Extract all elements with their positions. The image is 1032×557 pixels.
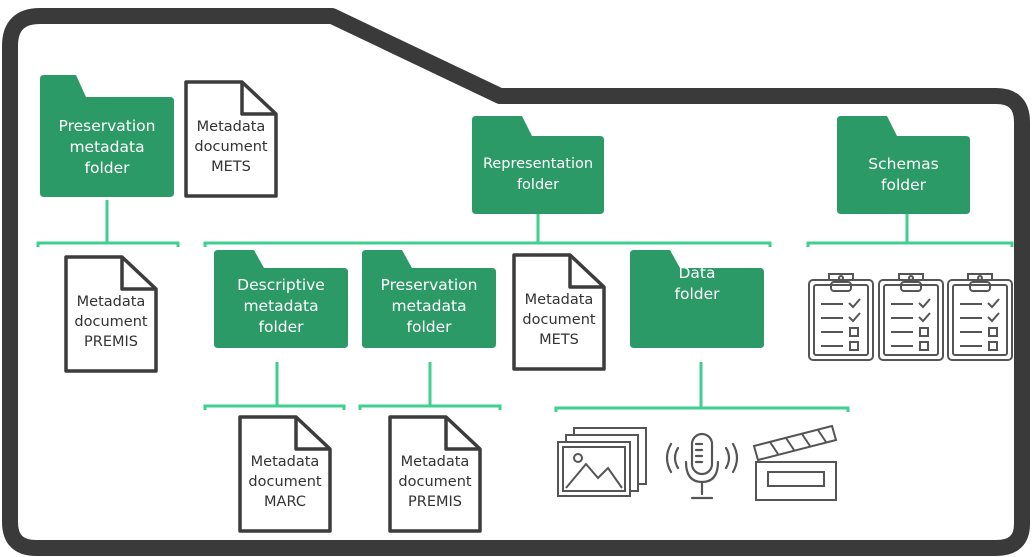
preservation-metadata-folder-representation[interactable]: Preservation metadata folder bbox=[362, 250, 496, 348]
images-icon bbox=[557, 427, 647, 497]
metadata-document-premis-representation[interactable]: Metadata document PREMIS bbox=[388, 415, 482, 533]
metadata-document-marc[interactable]: Metadata document MARC bbox=[238, 415, 332, 533]
document-icon bbox=[512, 253, 606, 371]
folder-label-line: Representation bbox=[482, 156, 594, 172]
metadata-document-mets-representation[interactable]: Metadata document METS bbox=[512, 253, 606, 371]
document-label-line: document bbox=[74, 314, 148, 330]
folder-icon bbox=[362, 250, 496, 348]
document-label-line: PREMIS bbox=[84, 334, 138, 350]
document-icon bbox=[388, 415, 482, 533]
document-label-line: METS bbox=[211, 159, 251, 175]
document-label-line: document bbox=[522, 312, 596, 328]
document-label-line: PREMIS bbox=[408, 494, 462, 510]
folder-label-line: folder bbox=[258, 317, 304, 336]
document-label-line: document bbox=[194, 139, 268, 155]
folder-icon bbox=[40, 75, 174, 197]
microphone-icon bbox=[665, 432, 739, 500]
clipboard-checklist-icon bbox=[878, 273, 944, 361]
folder-label-line: metadata bbox=[243, 296, 319, 315]
folder-label-line: folder bbox=[881, 176, 926, 194]
preservation-metadata-folder-top[interactable]: Preservation metadata folder bbox=[40, 75, 174, 197]
metadata-document-premis-top[interactable]: Metadata document PREMIS bbox=[64, 255, 158, 373]
data-folder[interactable]: Data folder bbox=[630, 250, 764, 348]
document-label-line: Metadata bbox=[250, 454, 320, 470]
document-label-line: Metadata bbox=[524, 292, 594, 308]
document-label-line: document bbox=[248, 474, 322, 490]
folder-icon bbox=[837, 116, 970, 214]
folder-label-line: Preservation bbox=[380, 275, 478, 294]
clipboard-checklist-icon bbox=[947, 273, 1013, 361]
document-icon bbox=[64, 255, 158, 373]
document-icon bbox=[238, 415, 332, 533]
folder-label-line: Data bbox=[678, 264, 716, 282]
folder-icon bbox=[214, 250, 348, 348]
document-label-line: document bbox=[398, 474, 472, 490]
folder-label-line: metadata bbox=[69, 137, 145, 156]
clapperboard-icon bbox=[752, 424, 838, 501]
folder-icon bbox=[630, 250, 764, 348]
folder-label-line: metadata bbox=[391, 296, 467, 315]
folder-label-line: folder bbox=[84, 158, 130, 177]
document-label-line: Metadata bbox=[76, 294, 146, 310]
document-icon bbox=[184, 80, 278, 198]
document-label-line: Metadata bbox=[400, 454, 470, 470]
clipboard-checklist-icon bbox=[808, 273, 874, 361]
document-label-line: Metadata bbox=[196, 119, 266, 135]
folder-label-line: Schemas bbox=[868, 155, 939, 173]
representation-folder[interactable]: Representation folder bbox=[472, 116, 604, 214]
folder-label-line: folder bbox=[516, 177, 560, 193]
folder-label-line: Preservation bbox=[58, 116, 156, 135]
folder-label-line: Descriptive bbox=[237, 275, 325, 294]
folder-icon bbox=[472, 116, 604, 214]
document-label-line: MARC bbox=[264, 494, 306, 510]
folder-label-line: folder bbox=[674, 285, 720, 303]
folder-label-line: folder bbox=[406, 317, 452, 336]
schemas-folder[interactable]: Schemas folder bbox=[837, 116, 970, 214]
descriptive-metadata-folder[interactable]: Descriptive metadata folder bbox=[214, 250, 348, 348]
document-label-line: METS bbox=[539, 332, 579, 348]
metadata-document-mets-top[interactable]: Metadata document METS bbox=[184, 80, 278, 198]
